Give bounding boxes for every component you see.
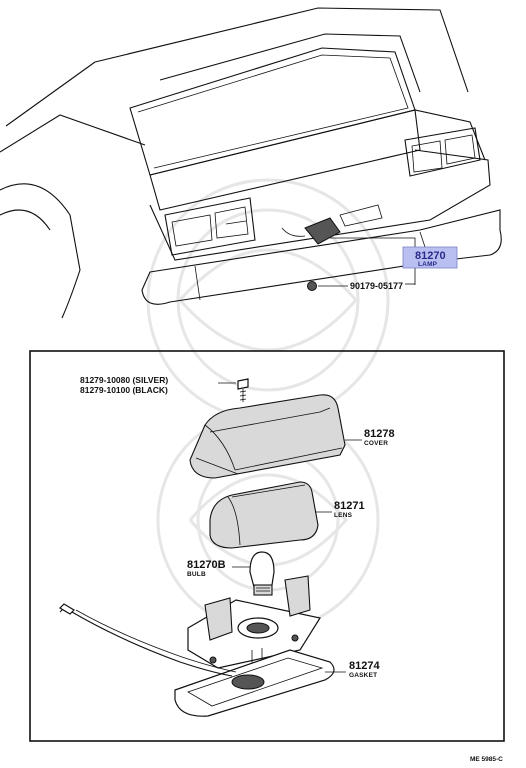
exploded-view-frame: [29, 350, 505, 742]
bulb-number[interactable]: 81270B: [187, 559, 226, 571]
screw-icon: [307, 281, 317, 291]
cover-number[interactable]: 81278: [364, 428, 395, 440]
screw-silver-number[interactable]: 81279-10080 (SILVER): [80, 375, 168, 385]
exploded-view-illustration: [59, 378, 362, 717]
lens-part: [209, 481, 319, 549]
screw-part: [237, 378, 249, 402]
screw-number[interactable]: 90179-05177: [350, 281, 403, 291]
diagram-code: ME 5985-C: [470, 756, 503, 763]
car-rear-illustration: [0, 7, 502, 319]
gasket-part: [174, 649, 335, 717]
lamp-number-highlight: [402, 246, 458, 269]
lens-name: LENS: [334, 512, 353, 519]
lens-number[interactable]: 81271: [334, 500, 365, 512]
gasket-number[interactable]: 81274: [349, 660, 380, 672]
cover-name: COVER: [364, 440, 388, 447]
bulb-part: [249, 551, 275, 596]
gasket-name: GASKET: [349, 672, 377, 679]
screw-black-number[interactable]: 81279-10100 (BLACK): [80, 385, 168, 395]
lamp-name: LAMP: [418, 261, 438, 268]
lamp-number[interactable]: 81270: [415, 250, 446, 262]
bulb-name: BULB: [187, 571, 206, 578]
cover-part: [189, 394, 346, 479]
